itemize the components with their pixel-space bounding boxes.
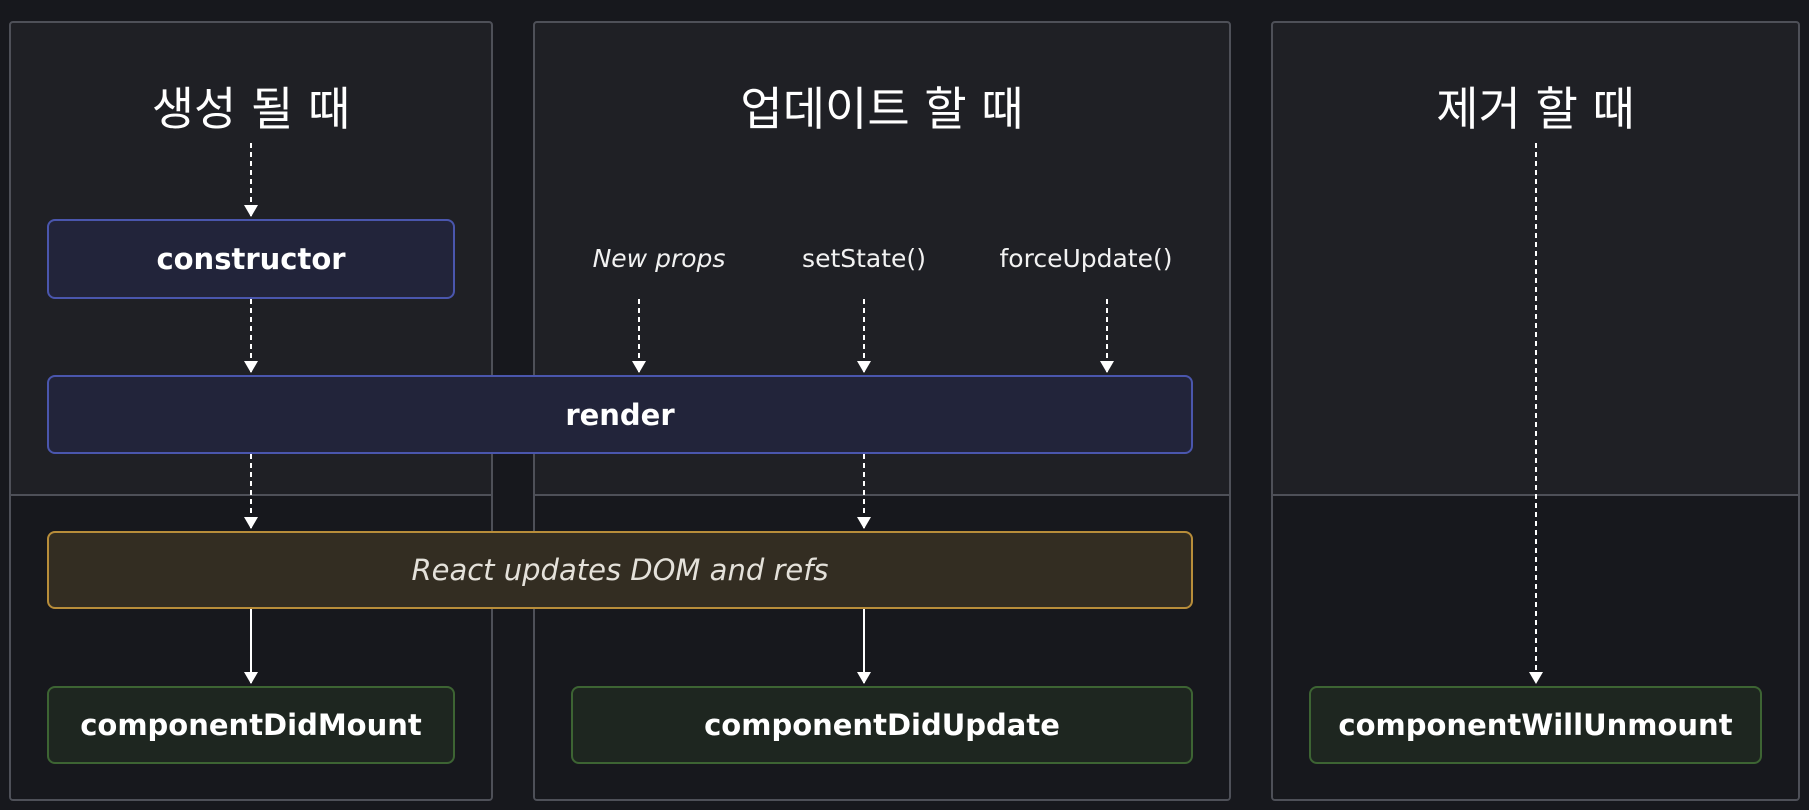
- render-label: render: [565, 397, 675, 432]
- set-state-label: setState(): [802, 244, 926, 273]
- new-props-label: New props: [592, 244, 726, 273]
- will-unmount-label: componentWillUnmount: [1338, 708, 1733, 742]
- did-mount-label: componentDidMount: [80, 708, 422, 742]
- did-update-box: componentDidUpdate: [571, 686, 1193, 764]
- will-unmount-box: componentWillUnmount: [1309, 686, 1762, 764]
- force-update-label: forceUpdate(): [999, 244, 1173, 273]
- did-update-label: componentDidUpdate: [704, 708, 1060, 742]
- render-box: render: [47, 375, 1193, 454]
- unmount-phase-title: 제거 할 때: [1436, 82, 1635, 136]
- update-phase-title: 업데이트 할 때: [740, 82, 1024, 136]
- mount-phase-title: 생성 될 때: [151, 82, 351, 136]
- did-mount-box: componentDidMount: [47, 686, 455, 764]
- dom-update-label: React updates DOM and refs: [411, 553, 829, 587]
- constructor-label: constructor: [156, 242, 346, 276]
- constructor-box: constructor: [47, 219, 455, 299]
- dom-update-box: React updates DOM and refs: [47, 531, 1193, 609]
